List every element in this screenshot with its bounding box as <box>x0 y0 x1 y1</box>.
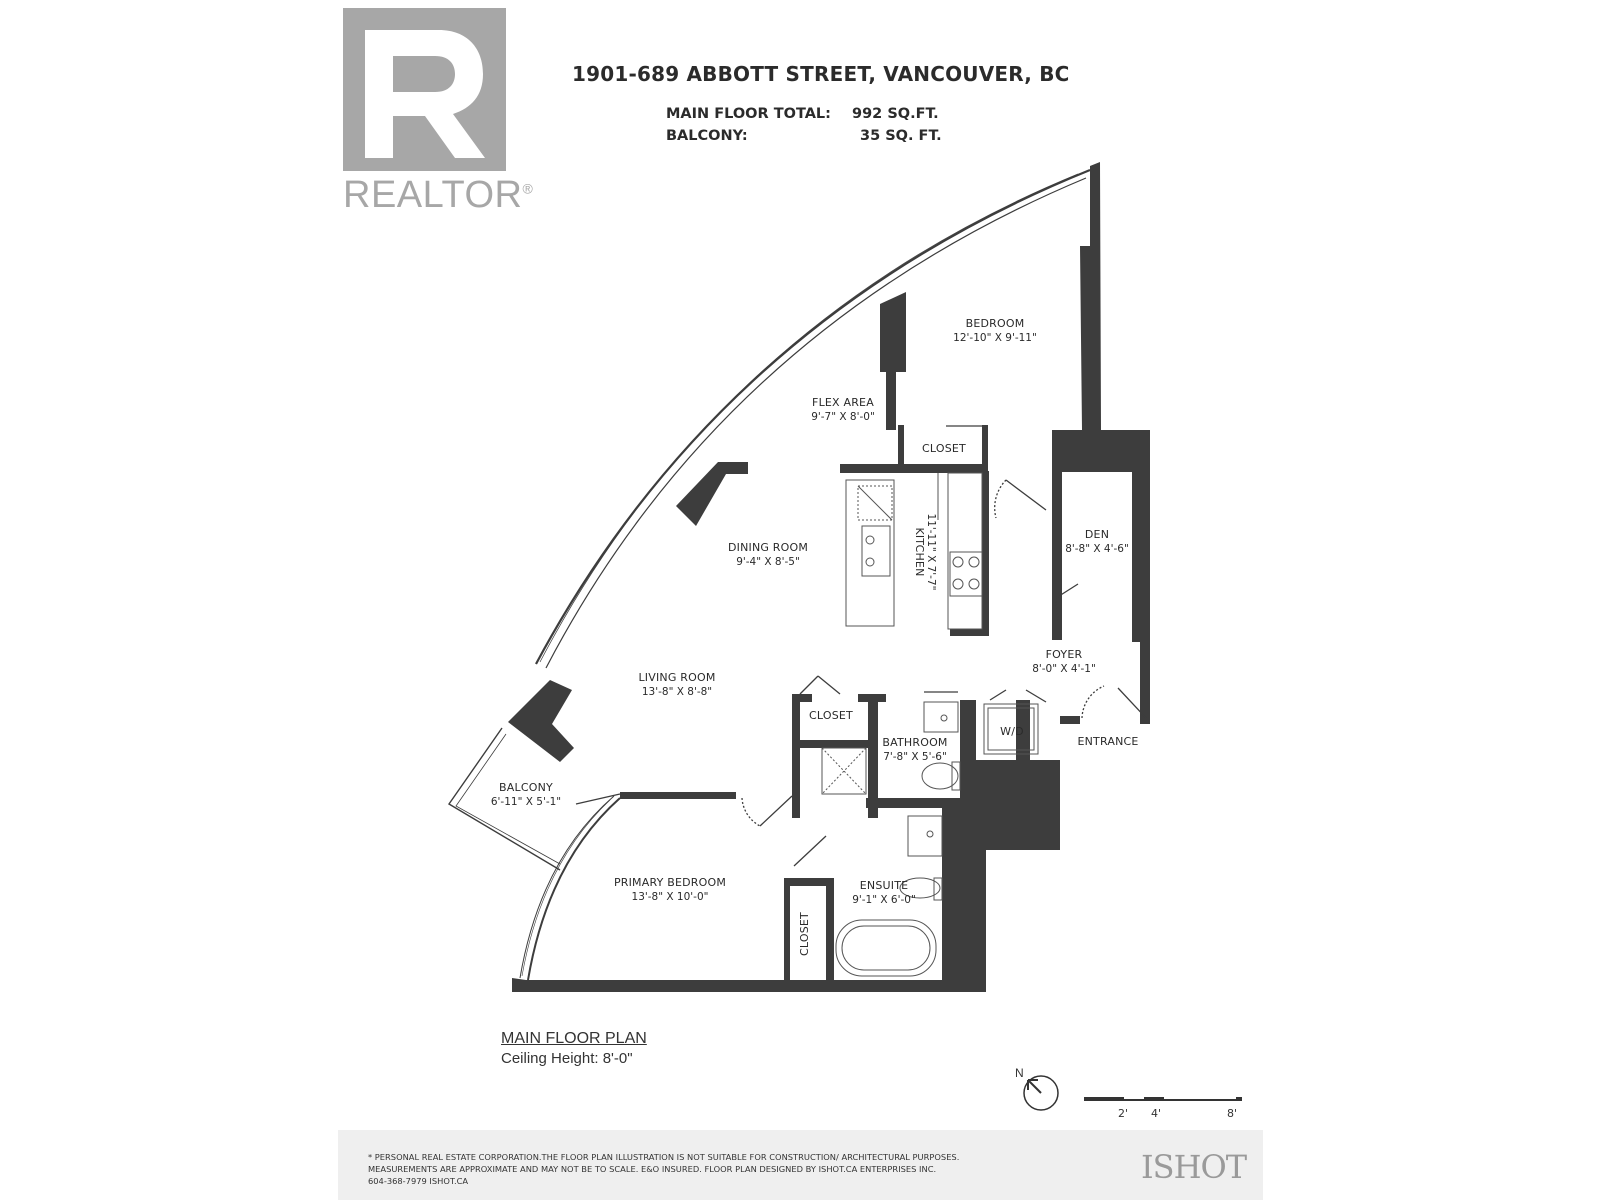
scale-bar-icon <box>1084 1097 1242 1101</box>
room-kitchen-dims: 11'-11" X 7'-7" <box>925 514 937 591</box>
wall-closet-primary-west <box>784 878 790 990</box>
wall-kitchen-south <box>950 629 989 636</box>
main-floor-total-value: 992 SQ.FT. <box>852 106 939 122</box>
wall-bath-left-top <box>878 694 886 702</box>
plan-title: MAIN FLOOR PLAN <box>501 1030 647 1047</box>
room-closet-bedroom-name: CLOSET <box>922 442 966 455</box>
room-wd-name: W/D <box>1000 725 1024 738</box>
wall-entrance-jamb <box>1060 716 1080 724</box>
room-dining-room-dims: 9'-4" X 8'-5" <box>736 556 800 568</box>
wall-closet-bedroom-right <box>982 425 988 471</box>
room-bedroom-dims: 12'-10" X 9'-11" <box>953 332 1037 344</box>
main-floor-total-label: MAIN FLOOR TOTAL: <box>666 106 831 122</box>
wall-core <box>866 700 1060 992</box>
room-den-dims: 8'-8" X 4'-6" <box>1065 543 1129 555</box>
realtor-brand-text: REALTOR® <box>343 174 533 217</box>
realtor-logo <box>343 8 506 171</box>
registered-mark: ® <box>522 180 534 197</box>
room-living-room-name: LIVING ROOM <box>638 671 715 684</box>
wall-pillar-living <box>508 680 574 762</box>
wall-bath-east <box>960 700 966 810</box>
curved-glazing <box>535 168 1091 669</box>
room-ensuite-name: ENSUITE <box>860 879 909 892</box>
room-primary-bedroom-dims: 13'-8" X 10'-0" <box>632 891 709 903</box>
property-address: 1901-689 ABBOTT STREET, VANCOUVER, BC <box>572 62 1070 86</box>
wall-closet-hall-east <box>868 694 878 818</box>
wall-closet-hall-top <box>792 694 812 702</box>
scale-label-8: 8' <box>1227 1107 1238 1120</box>
realtor-brand-word: REALTOR <box>343 174 523 216</box>
wall-foyer-east <box>1140 630 1150 724</box>
footer-disclaimer: * PERSONAL REAL ESTATE CORPORATION.THE F… <box>368 1151 1068 1187</box>
balcony-area-label: BALCONY: <box>666 128 748 144</box>
room-bathroom-name: BATHROOM <box>882 736 947 749</box>
north-label: N <box>1015 1066 1024 1080</box>
footer-contact: 604-368-7979 ISHOT.CA <box>368 1176 469 1186</box>
north-arrow-icon <box>1023 1075 1059 1111</box>
balcony-area-value: 35 SQ. FT. <box>860 128 942 144</box>
scale-label-4: 4' <box>1151 1107 1162 1120</box>
wall-pillar-north <box>880 292 906 430</box>
bath-fixtures <box>821 701 1039 977</box>
room-bathroom-dims: 7'-8" X 5'-6" <box>883 751 947 763</box>
room-den-name: DEN <box>1085 528 1109 541</box>
room-bedroom-name: BEDROOM <box>966 317 1025 330</box>
wall-closet-bedroom <box>898 425 904 471</box>
wall-pillar-dining <box>676 462 748 526</box>
room-balcony-dims: 6'-11" X 5'-1" <box>491 796 561 808</box>
ishot-logo: ISHOT <box>1141 1148 1247 1186</box>
room-kitchen-name: KITCHEN <box>913 527 926 576</box>
room-foyer-name: FOYER <box>1046 648 1083 661</box>
room-closet-primary-name: CLOSET <box>798 912 811 956</box>
wall-primary-top <box>620 792 736 799</box>
wall-south <box>512 978 986 992</box>
wall-closet-hall-bottom <box>800 740 868 748</box>
room-closet-hall-name: CLOSET <box>809 709 853 722</box>
room-balcony-name: BALCONY <box>499 781 553 794</box>
room-flex-area-name: FLEX AREA <box>812 396 874 409</box>
wall-bedroom-east <box>1080 162 1101 430</box>
disclaimer-line-1: * PERSONAL REAL ESTATE CORPORATION.THE F… <box>368 1152 960 1162</box>
room-dining-room-name: DINING ROOM <box>728 541 808 554</box>
wall-closet-hall-west <box>792 694 800 818</box>
wall-closet-primary-top <box>784 878 832 886</box>
wall-kitchen-top <box>840 464 988 473</box>
scale-label-2: 2' <box>1118 1107 1129 1120</box>
disclaimer-line-2: MEASUREMENTS ARE APPROXIMATE AND MAY NOT… <box>368 1164 937 1174</box>
room-ensuite-dims: 9'-1" X 6'-0" <box>852 894 916 906</box>
wall-closet-primary-east <box>826 878 834 990</box>
ceiling-height: Ceiling Height: 8'-0" <box>501 1050 633 1067</box>
wall-kitchen-east <box>982 471 989 636</box>
room-entrance-name: ENTRANCE <box>1077 735 1138 748</box>
realtor-r-letter-icon <box>365 30 485 158</box>
room-primary-bedroom-name: PRIMARY BEDROOM <box>614 876 726 889</box>
primary-curved-window <box>519 795 621 981</box>
room-living-room-dims: 13'-8" X 8'-8" <box>642 686 712 698</box>
walls <box>508 162 1150 992</box>
footer-panel <box>338 1130 1263 1200</box>
kitchen-fixtures <box>845 472 983 630</box>
room-flex-area-dims: 9'-7" X 8'-0" <box>811 411 875 423</box>
balcony-outline <box>447 727 561 871</box>
doors <box>575 425 1147 867</box>
room-foyer-dims: 8'-0" X 4'-1" <box>1032 663 1096 675</box>
